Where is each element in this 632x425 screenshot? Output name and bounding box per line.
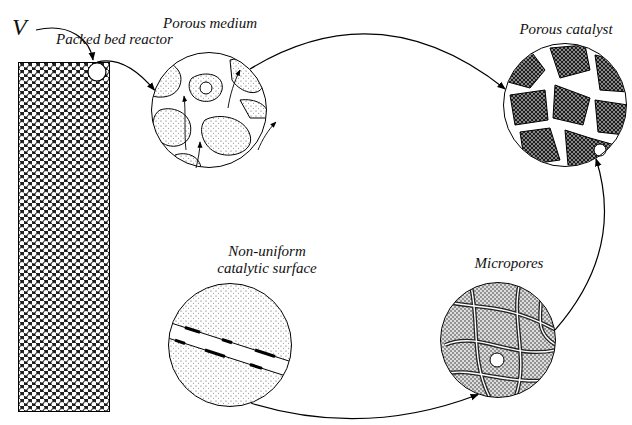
level-heading: Non-uniform catalytic surface	[211, 243, 323, 277]
level-heading: Micropores	[475, 255, 544, 272]
level-heading: Porous catalyst	[519, 21, 612, 38]
porous-catalyst-circle: Porous catalyst	[503, 43, 627, 167]
zoom-arrow	[555, 159, 604, 330]
zoom-arrow	[250, 34, 505, 89]
micropores-circle: Micropores	[440, 282, 556, 398]
reactor-column: Packed bed reactor	[18, 62, 110, 412]
surface-circle: Non-uniform catalytic surface	[168, 283, 292, 407]
porous-medium-circle: Porous medium	[151, 52, 267, 168]
flow-symbol: V	[12, 14, 27, 41]
level-heading: Porous medium	[163, 15, 257, 32]
level-heading: Packed bed reactor	[56, 31, 173, 48]
zoom-arrow	[251, 395, 478, 419]
zoom-arrow	[97, 61, 154, 90]
